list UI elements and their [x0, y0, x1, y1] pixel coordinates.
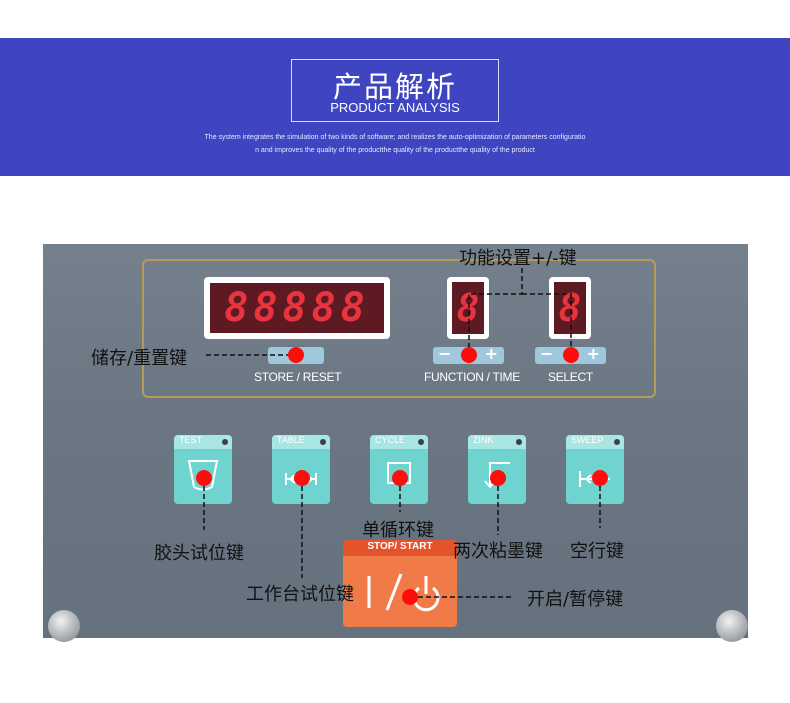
stop-start-button[interactable]: STOP/ START	[343, 540, 457, 627]
function-display-digit: 8	[452, 282, 484, 334]
led-indicator	[516, 439, 522, 445]
led-indicator	[614, 439, 620, 445]
cycle-key-label: CYCLE	[375, 435, 406, 445]
minus-icon: −	[438, 344, 452, 363]
zink-key[interactable]: ZINK	[468, 435, 526, 504]
store-reset-label: STORE / RESET	[254, 370, 342, 384]
callout-store-reset: 储存/重置键	[91, 348, 188, 369]
marker-select	[563, 347, 579, 363]
plus-icon: +	[586, 344, 600, 363]
zink-key-label: ZINK	[473, 435, 494, 445]
marker-store-reset	[288, 347, 304, 363]
marker-sweep	[592, 470, 608, 486]
select-display: 8	[549, 277, 591, 339]
page-subtitle: PRODUCT ANALYSIS	[330, 100, 460, 115]
select-label: SELECT	[548, 370, 593, 384]
callout-sweep: 空行键	[570, 541, 624, 562]
marker-table	[294, 470, 310, 486]
function-display: 8	[447, 277, 489, 339]
callout-test: 胶头试位键	[154, 543, 244, 564]
sweep-key[interactable]: SWEEP	[566, 435, 624, 504]
banner-description: The system integrates the simulation of …	[170, 131, 620, 157]
test-key-label: TEST	[179, 435, 203, 445]
callout-zink: 两次粘墨键	[453, 541, 543, 562]
led-indicator	[222, 439, 228, 445]
marker-cycle	[392, 470, 408, 486]
callout-cycle: 单循环键	[362, 520, 434, 541]
display-frame	[142, 259, 656, 398]
marker-start	[402, 589, 418, 605]
led-indicator	[418, 439, 424, 445]
cycle-key[interactable]: CYCLE	[370, 435, 428, 504]
screw-left	[48, 610, 80, 642]
callout-start: 开启/暂停键	[527, 589, 624, 610]
title-box: 产品解析 PRODUCT ANALYSIS	[291, 59, 499, 122]
marker-test	[196, 470, 212, 486]
screw-right	[716, 610, 748, 642]
minus-icon: −	[540, 344, 554, 363]
banner-description-line-1: The system integrates the simulation of …	[204, 134, 586, 141]
table-key-label: TABLE	[277, 435, 305, 445]
plus-icon: +	[484, 344, 498, 363]
marker-zink	[490, 470, 506, 486]
function-time-label: FUNCTION / TIME	[424, 370, 520, 384]
callout-function-select: 功能设置+/-键	[459, 248, 577, 269]
page-title: 产品解析	[332, 70, 457, 104]
banner-description-line-2: n and improves the quality of the produc…	[255, 147, 535, 154]
select-display-digit: 8	[554, 282, 586, 334]
marker-function	[461, 347, 477, 363]
led-indicator	[320, 439, 326, 445]
table-key[interactable]: TABLE	[272, 435, 330, 504]
main-display: 88888	[204, 277, 390, 339]
stop-start-label: STOP/ START	[367, 541, 433, 552]
callout-table: 工作台试位键	[246, 584, 354, 605]
header-banner: 产品解析 PRODUCT ANALYSIS The system integra…	[0, 38, 790, 176]
main-display-digits: 88888	[210, 283, 384, 333]
sweep-key-label: SWEEP	[571, 435, 604, 445]
cycle-icon	[387, 462, 411, 484]
control-panel: 88888 8 8 STORE / RESET − + FUNCTION / T…	[43, 244, 748, 642]
